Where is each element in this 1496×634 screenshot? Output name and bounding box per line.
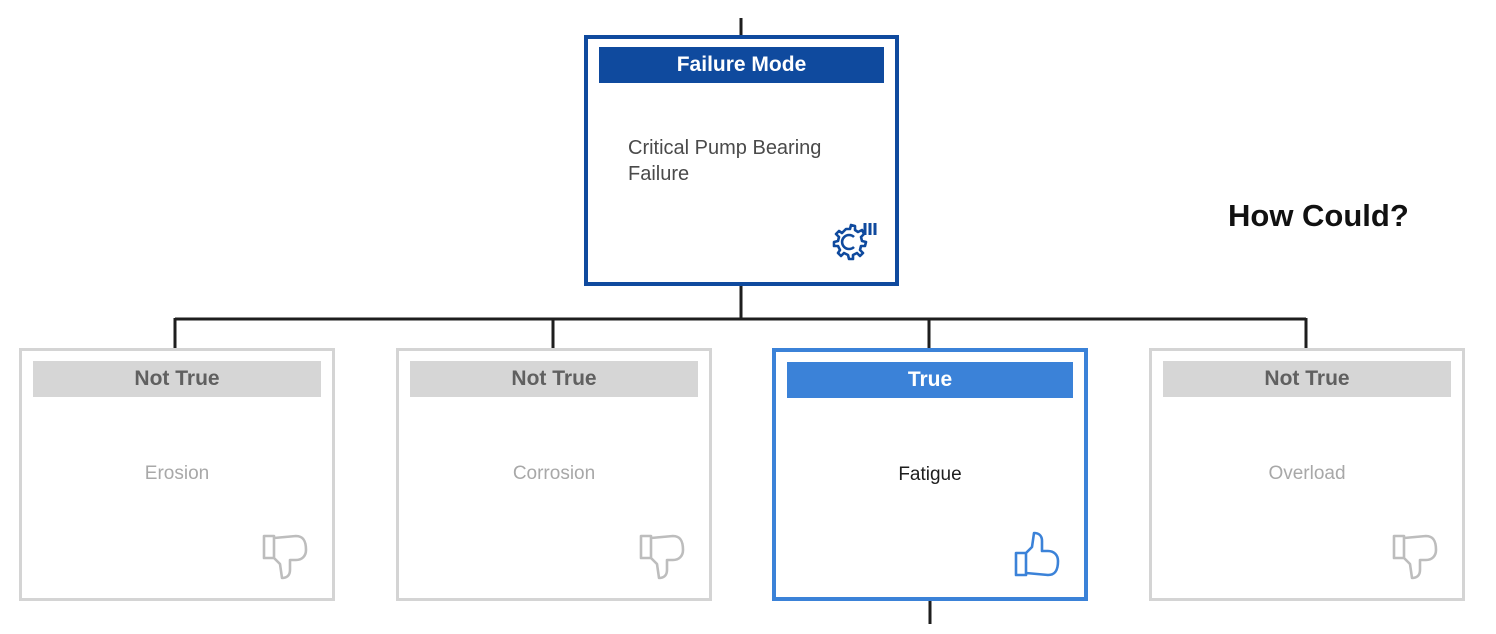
how-could-label: How Could? xyxy=(1228,198,1409,233)
cause-status-header: Not True xyxy=(1163,361,1451,397)
failure-mode-header: Failure Mode xyxy=(599,47,884,83)
cause-card-corrosion[interactable]: Not True Corrosion xyxy=(396,348,712,601)
thumbs-down-icon[interactable] xyxy=(260,532,310,580)
cause-card-erosion[interactable]: Not True Erosion xyxy=(19,348,335,601)
thumbs-up-icon[interactable] xyxy=(1012,531,1062,579)
failure-mode-text: Critical Pump Bearing Failure xyxy=(628,137,822,185)
cause-card-overload[interactable]: Not True Overload xyxy=(1149,348,1465,601)
cause-text: Overload xyxy=(1268,463,1346,484)
cause-text: Erosion xyxy=(144,463,210,484)
cause-text: Corrosion xyxy=(512,463,596,484)
cause-text: Fatigue xyxy=(898,464,962,485)
cause-card-fatigue[interactable]: True Fatigue xyxy=(772,348,1088,601)
failure-mode-card[interactable]: Failure Mode Critical Pump Bearing Failu… xyxy=(584,35,899,286)
thumbs-down-icon[interactable] xyxy=(1390,532,1440,580)
cause-status-header: Not True xyxy=(410,361,698,397)
cause-status-header: True xyxy=(787,362,1073,398)
gear-list-icon[interactable] xyxy=(827,220,877,264)
thumbs-down-icon[interactable] xyxy=(637,532,687,580)
cause-status-header: Not True xyxy=(33,361,321,397)
